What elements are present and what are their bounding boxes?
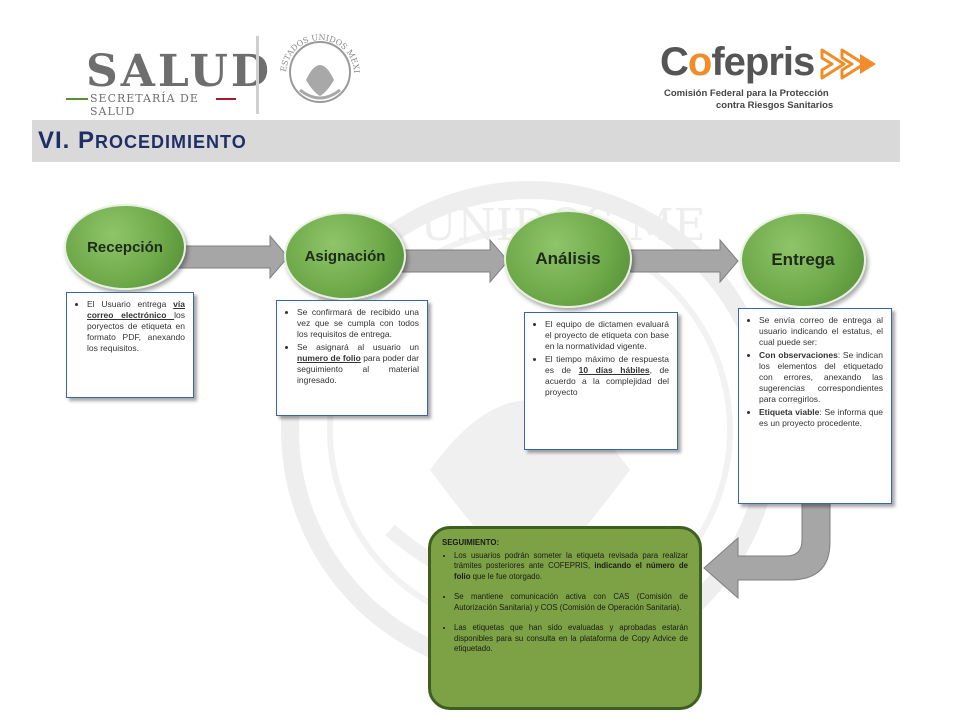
- list-item: Con observaciones: Se indican los elemen…: [759, 350, 883, 405]
- cofepris-logo: Cofepris Comisión Federal para la Protec…: [660, 40, 890, 120]
- salud-title: SALUD: [86, 46, 272, 97]
- step-entrega-circle: Entrega: [740, 212, 866, 308]
- step-recepcion-label: Recepción: [87, 238, 163, 256]
- list-item: Etiqueta viable: Se informa que es un pr…: [759, 407, 883, 429]
- header-separator: [256, 36, 259, 114]
- arrow-analisis-entrega: [630, 238, 739, 284]
- seal-text: ESTADOS UNIDOS MEXICANOS: [272, 20, 361, 73]
- arrow-recepcion-asignacion: [178, 234, 289, 280]
- step-asignacion-label: Asignación: [304, 247, 386, 265]
- seguimiento-item: Las etiquetas que han sido evaluadas y a…: [454, 623, 688, 655]
- seguimiento-heading: SEGUIMIENTO:: [442, 538, 500, 547]
- list-item: El Usuario entrega vía correo electrónic…: [87, 299, 185, 354]
- step-recepcion-box: El Usuario entrega vía correo electrónic…: [66, 292, 194, 398]
- step-recepcion-circle: Recepción: [64, 204, 186, 290]
- arrow-entrega-seguimiento: [703, 502, 831, 600]
- list-item: Se envía correo de entrega al usuario in…: [759, 315, 883, 348]
- seguimiento-content: SEGUIMIENTO: Los usuarios podrán someter…: [442, 538, 688, 665]
- step-analisis-box: El equipo de dictamen evaluará el proyec…: [524, 312, 678, 450]
- salud-rule-red: [216, 98, 236, 100]
- step-analisis-label: Análisis: [535, 249, 601, 268]
- salud-subtitle: SECRETARÍA DE SALUD: [90, 92, 199, 118]
- list-item: El equipo de dictamen evaluará el proyec…: [545, 319, 669, 352]
- title-band: [32, 120, 900, 162]
- page-title-text: VI. PROCEDIMIENTO: [38, 127, 247, 154]
- step-1-list: Se confirmará de recibido una vez que se…: [283, 307, 419, 386]
- step-3-list: Se envía correo de entrega al usuario in…: [745, 315, 883, 429]
- step-0-list: El Usuario entrega vía correo electrónic…: [73, 299, 185, 354]
- salud-logo: SALUD SECRETARÍA DE SALUD: [66, 40, 269, 118]
- seguimiento-list: Los usuarios podrán someter la etiqueta …: [442, 551, 688, 655]
- step-2-list: El equipo de dictamen evaluará el proyec…: [531, 319, 669, 398]
- mexico-seal-icon: ESTADOS UNIDOS MEXICANOS: [272, 20, 361, 103]
- seguimiento-panel: [428, 526, 702, 710]
- step-asignacion-circle: Asignación: [284, 212, 406, 300]
- step-asignacion-box: Se confirmará de recibido una vez que se…: [276, 300, 428, 416]
- cofepris-wordmark: Cofepris: [660, 40, 815, 84]
- cofepris-chevron-icon: [820, 48, 876, 80]
- step-entrega-box: Se envía correo de entrega al usuario in…: [738, 308, 892, 504]
- seguimiento-item: Se mantiene comunicación activa con CAS …: [454, 592, 688, 613]
- cofepris-subtitle: Comisión Federal para la Protección cont…: [664, 88, 834, 111]
- salud-rule-green: [66, 98, 88, 100]
- page-title: VI. PROCEDIMIENTO: [38, 127, 247, 155]
- list-item: El tiempo máximo de respuesta es de 10 d…: [545, 354, 669, 398]
- list-item: Se asignará al usuario un numero de foli…: [297, 342, 419, 386]
- step-analisis-circle: Análisis: [504, 210, 632, 308]
- list-item: Se confirmará de recibido una vez que se…: [297, 307, 419, 340]
- step-entrega-label: Entrega: [771, 250, 835, 269]
- seguimiento-item: Los usuarios podrán someter la etiqueta …: [454, 551, 688, 583]
- svg-text:ESTADOS UNIDOS MEXICANOS: ESTADOS UNIDOS MEXICANOS: [272, 20, 361, 73]
- arrow-asignacion-analisis: [400, 238, 509, 284]
